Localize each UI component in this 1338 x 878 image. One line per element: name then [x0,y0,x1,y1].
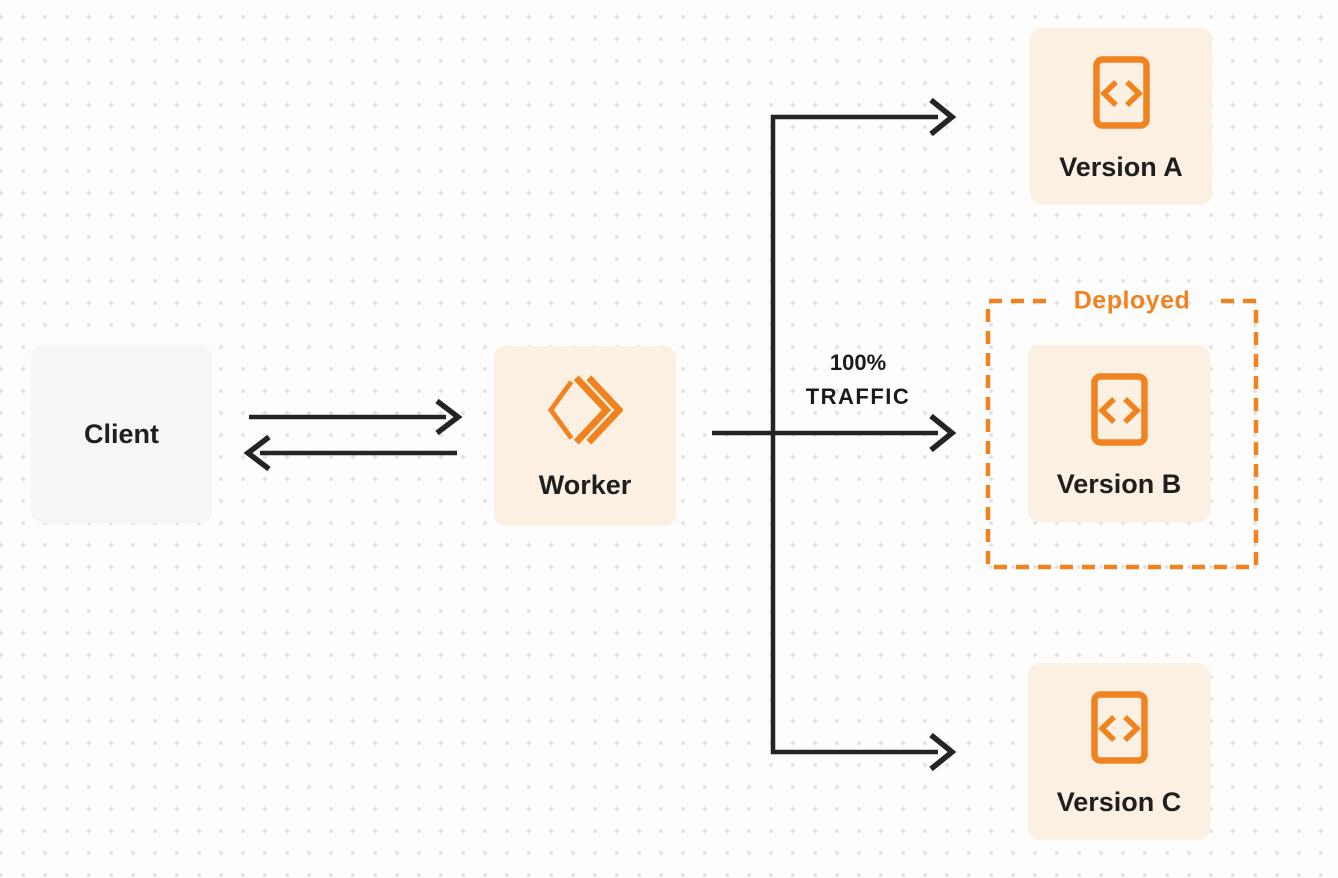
worker-node: Worker [494,346,676,526]
branch-trunk-line [770,114,938,755]
version-c-arrowhead-icon [929,732,957,772]
worker-label: Worker [538,470,632,500]
version-a-label: Version A [1059,152,1183,182]
worker-to-client-arrowhead-icon [243,434,271,472]
client-to-worker-arrowhead-icon [435,398,463,436]
client-label: Client [83,419,159,449]
version-b-node: Version B [1028,345,1210,522]
code-document-icon [1090,691,1148,764]
code-document-icon [1090,373,1148,446]
deployed-label: Deployed [1073,286,1191,315]
version-b-arrowhead-icon [929,413,957,453]
traffic-percent-text: 100% [829,350,887,375]
version-b-label: Version B [1056,469,1182,499]
workers-logo-icon [547,375,623,445]
version-c-label: Version C [1056,787,1182,817]
traffic-label: 100% TRAFFIC [806,346,911,414]
version-a-node: Version A [1030,28,1212,205]
version-a-arrowhead-icon [929,97,957,137]
code-document-icon [1092,56,1150,129]
client-node: Client [31,345,212,523]
traffic-word-text: TRAFFIC [805,384,911,409]
version-c-node: Version C [1028,663,1210,840]
